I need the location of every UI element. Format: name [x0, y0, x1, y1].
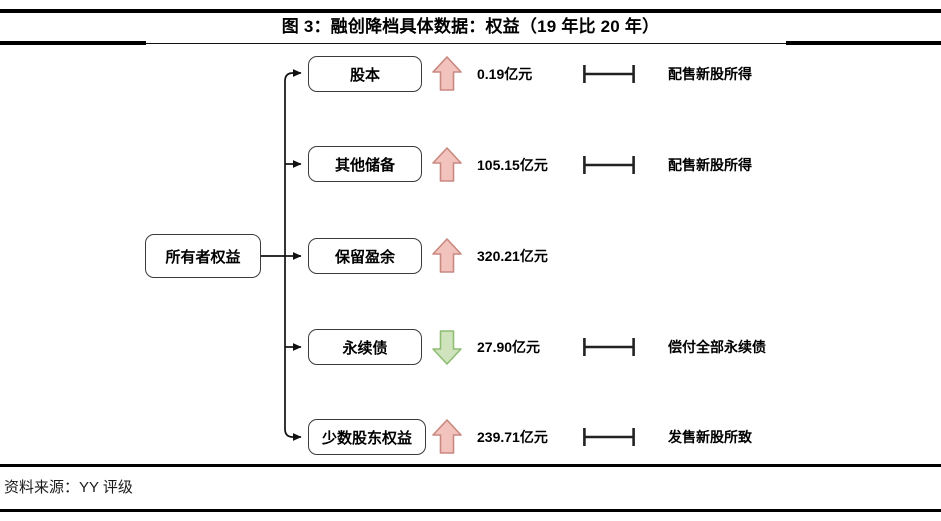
source-note: 资料来源：YY 评级 [4, 479, 133, 496]
node-row-4-label: 少数股东权益 [321, 429, 412, 447]
footer-rule-bottom [0, 509, 941, 512]
node-row-4[interactable]: 少数股东权益 [308, 419, 426, 455]
arrow-up-icon [430, 237, 464, 275]
value-row-1: 105.15亿元 [477, 157, 548, 173]
node-row-2-label: 保留盈余 [334, 248, 395, 266]
connector-wires [261, 69, 302, 441]
bracket-row-0 [583, 63, 635, 85]
header-rule-right [786, 41, 941, 45]
node-row-0-label: 股本 [349, 66, 380, 84]
note-row-1: 配售新股所得 [668, 157, 752, 173]
note-row-4: 发售新股所致 [668, 429, 752, 445]
node-row-1[interactable]: 其他储备 [308, 146, 422, 182]
node-row-2[interactable]: 保留盈余 [308, 238, 422, 274]
header-rule-thin [0, 43, 941, 44]
value-row-0: 0.19亿元 [477, 66, 533, 82]
value-row-4: 239.71亿元 [477, 429, 548, 445]
arrow-up-icon [430, 55, 464, 93]
node-row-0[interactable]: 股本 [308, 56, 422, 92]
figure-title: 图 3：融创降档具体数据：权益（19 年比 20 年） [281, 17, 660, 36]
note-row-0: 配售新股所得 [668, 66, 752, 82]
arrow-up-icon [430, 146, 464, 184]
value-row-3: 27.90亿元 [477, 339, 541, 355]
bracket-row-3 [583, 336, 635, 358]
equity-flow-diagram: 所有者权益 股本 0.19亿元 配售新股所得 其他储备 105.15亿元 配售新… [0, 46, 941, 462]
arrow-down-icon [430, 328, 464, 366]
value-row-2: 320.21亿元 [477, 248, 548, 264]
bracket-row-1 [583, 154, 635, 176]
header-rule-top [0, 9, 941, 13]
node-row-3[interactable]: 永续债 [308, 329, 422, 365]
note-row-3: 偿付全部永续债 [668, 339, 766, 355]
node-root-label: 所有者权益 [165, 248, 241, 266]
node-row-1-label: 其他储备 [334, 156, 395, 174]
node-root[interactable]: 所有者权益 [145, 234, 261, 278]
arrow-up-icon [430, 418, 464, 456]
header-rule-left [0, 41, 146, 45]
bracket-row-4 [583, 426, 635, 448]
node-row-3-label: 永续债 [342, 339, 388, 357]
footer-rule-top [0, 464, 941, 467]
